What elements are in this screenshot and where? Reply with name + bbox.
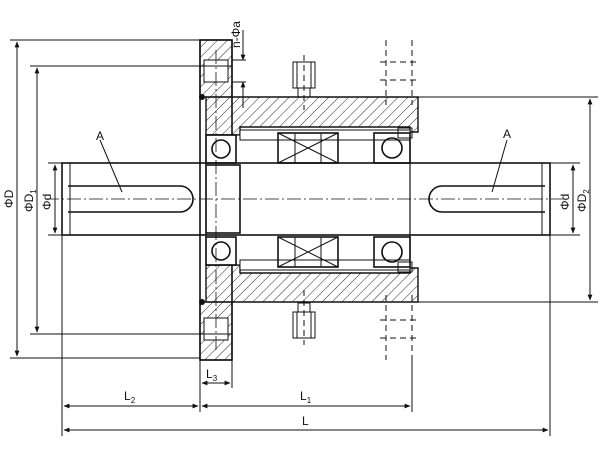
housing-hatch-bottom — [205, 264, 419, 303]
label-a-left: A — [96, 129, 104, 143]
spacer-bottom — [239, 259, 411, 271]
flange-marker-top — [199, 94, 205, 100]
housing-hatch-top — [205, 96, 419, 136]
label-L3-sub: 3 — [213, 374, 218, 383]
label-phi-d-left: Φd — [40, 194, 54, 210]
dim-phi-d-right — [550, 162, 580, 236]
label-phi-D2-sub: 2 — [582, 189, 591, 194]
label-phi-D: ΦD — [2, 189, 16, 208]
label-phi-D1: ΦD1 — [22, 189, 38, 212]
label-L2: L2 — [124, 389, 136, 405]
label-phi-D2-main: ΦD — [575, 193, 589, 212]
dim-phi-d-left — [48, 162, 62, 236]
label-a-right: A — [503, 127, 511, 141]
label-phi-D1-sub: 1 — [29, 189, 38, 194]
spacer-top — [239, 129, 411, 141]
ball-bearing-left-bottom — [205, 236, 237, 266]
label-phi-D1-main: ΦD — [22, 193, 36, 212]
label-L3: L3 — [206, 367, 218, 383]
leader-line-right — [491, 139, 508, 193]
bolt-bottom — [292, 290, 316, 345]
ball-bearing-right-bottom — [373, 236, 411, 268]
bolt-top — [292, 55, 316, 110]
retaining-ring — [397, 127, 413, 273]
dim-phi-D2 — [418, 96, 598, 303]
label-L1-sub: 1 — [307, 396, 312, 405]
roller-bearing-top — [277, 132, 339, 164]
flange-marker-bottom — [199, 299, 205, 305]
keyway-left — [68, 185, 194, 213]
roller-bearing-bottom — [277, 236, 339, 268]
dim-phi-D — [10, 39, 200, 359]
label-L2-sub: 2 — [131, 396, 136, 405]
label-L: L — [302, 414, 309, 428]
label-L3-main: L — [206, 367, 213, 381]
mating-flange — [380, 40, 418, 360]
label-phi-d-right: Φd — [558, 194, 572, 210]
dim-holes — [232, 30, 246, 108]
dim-phi-D1 — [30, 65, 232, 335]
label-L1: L1 — [300, 389, 312, 405]
leader-line-left — [99, 139, 123, 193]
label-L2-main: L — [124, 389, 131, 403]
label-phi-D2: ΦD2 — [575, 189, 591, 212]
label-holes: n-Φa — [229, 21, 243, 48]
label-L1-main: L — [300, 389, 307, 403]
